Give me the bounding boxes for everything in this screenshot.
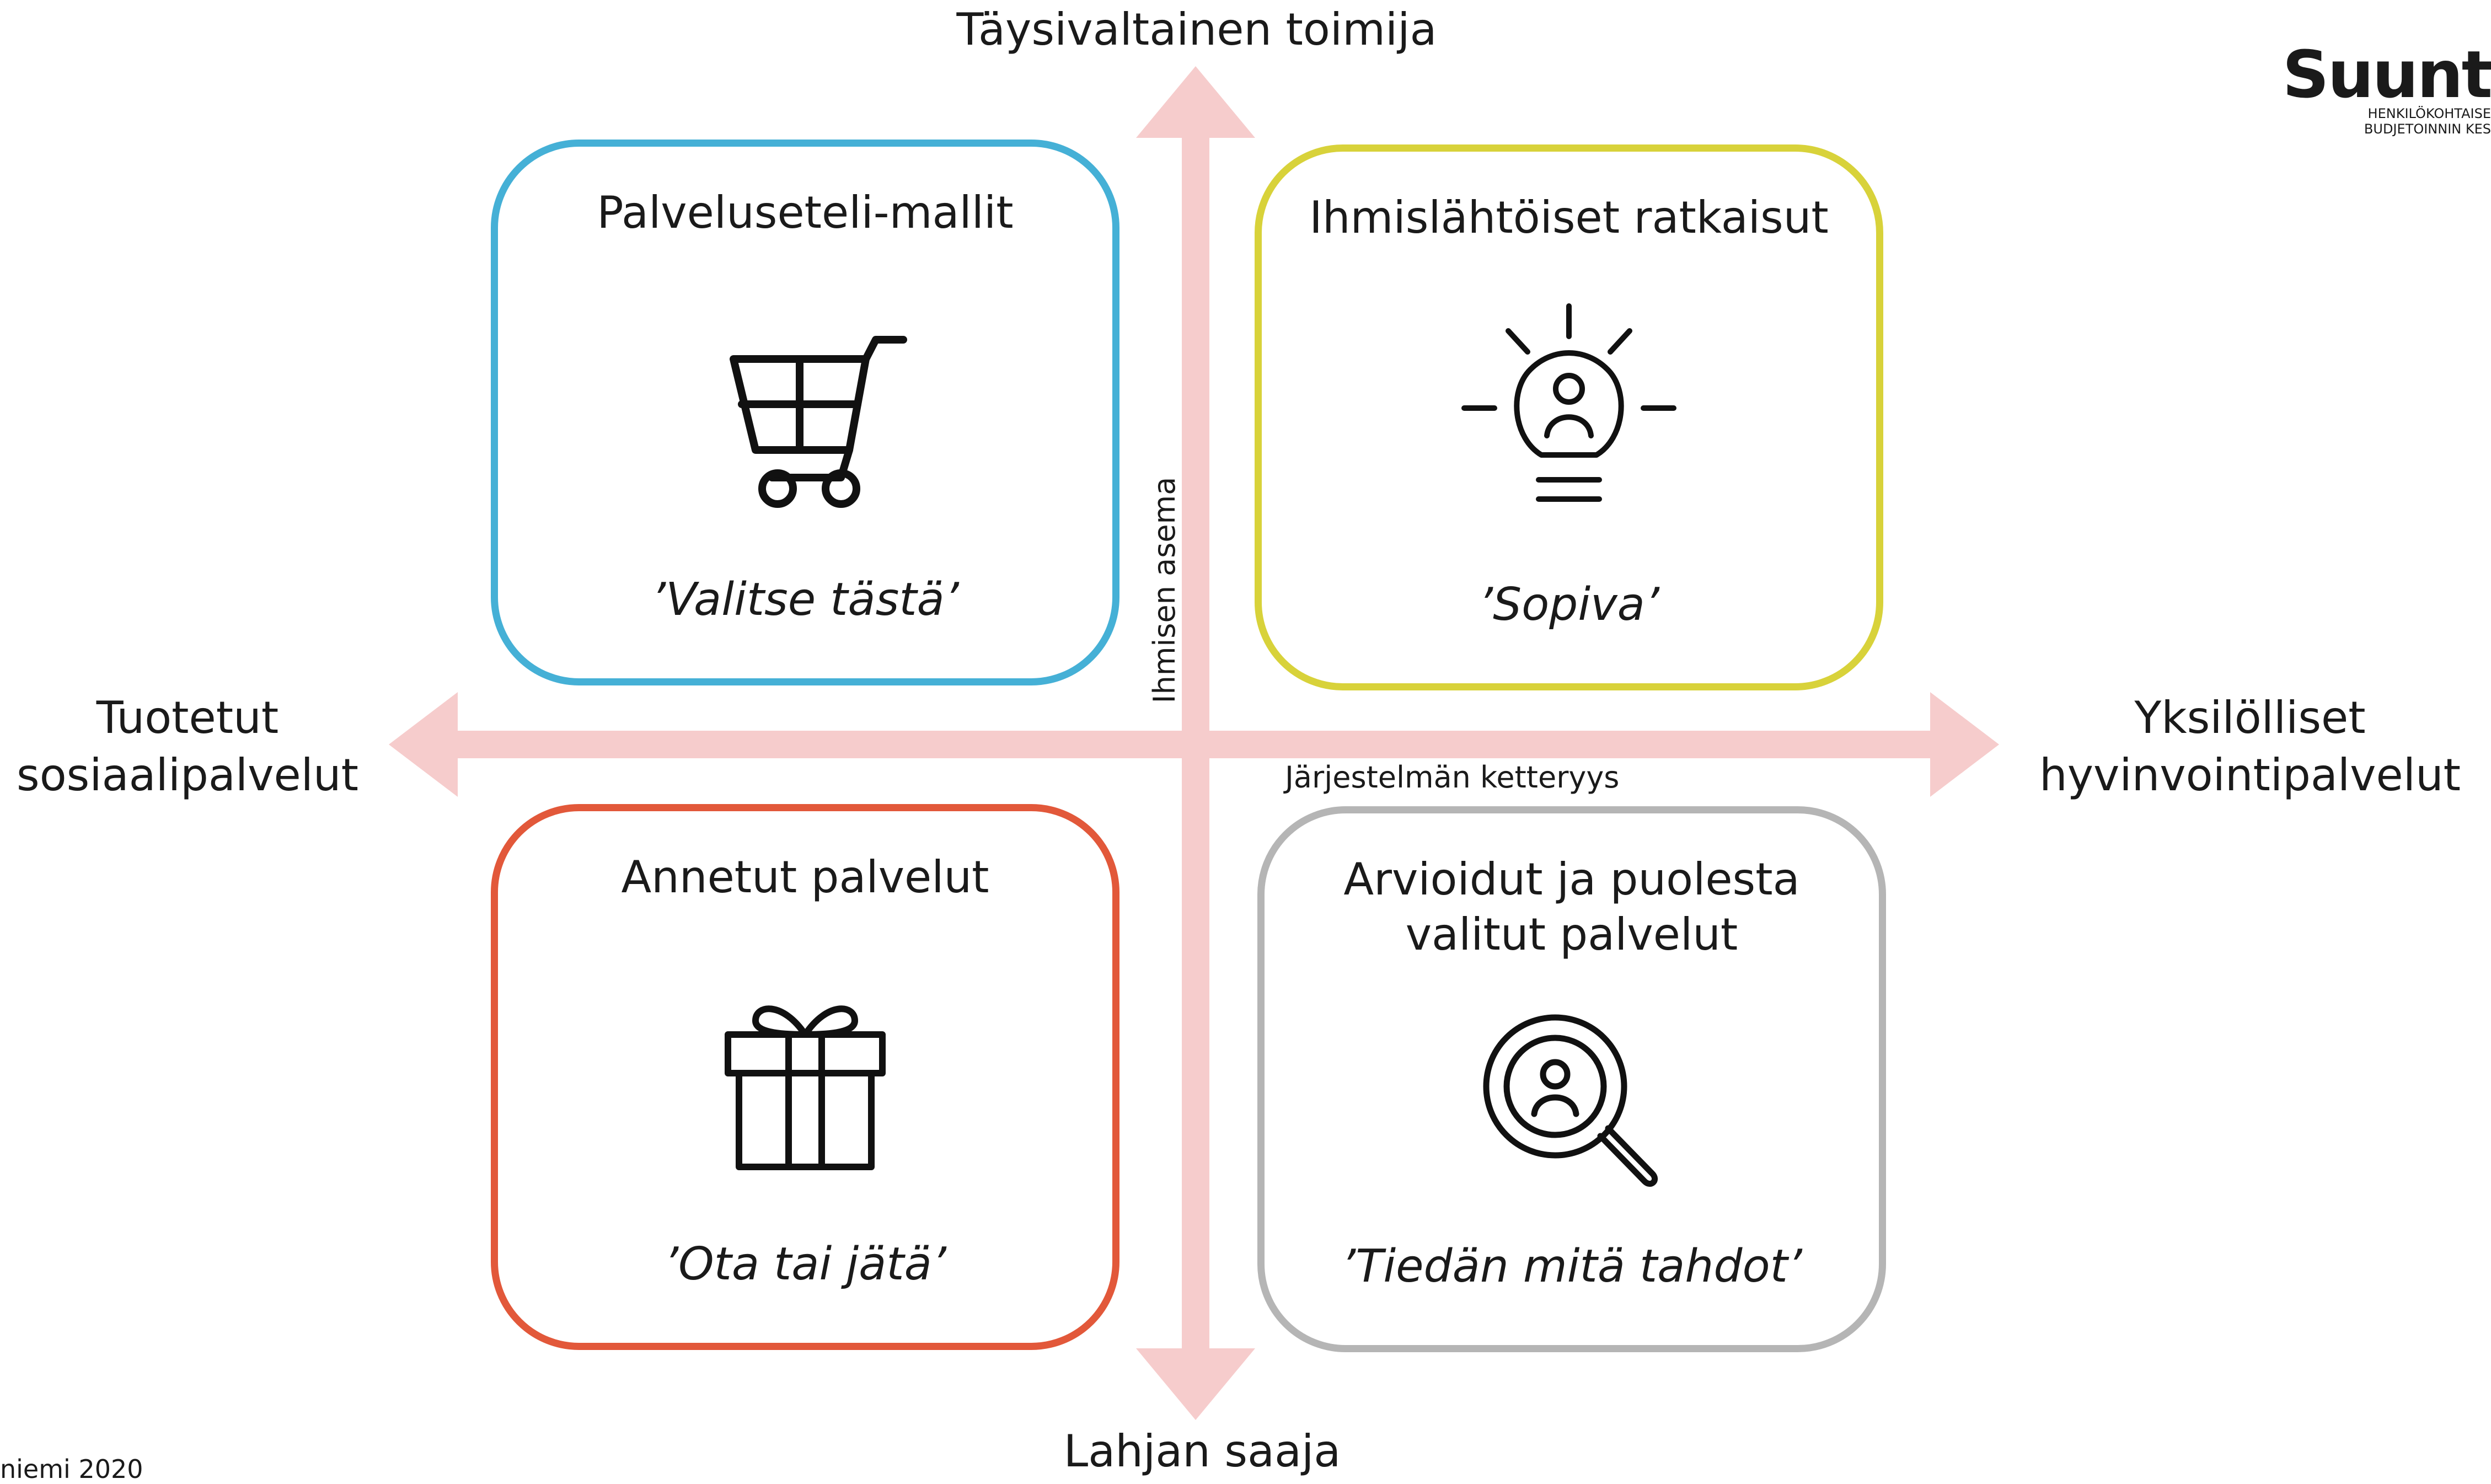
quadrant-quote: ’Ota tai jätä’	[664, 1238, 946, 1290]
axis-right-line1: Yksilölliset	[2134, 692, 2366, 743]
quadrant-title: Palveluseteli-mallit	[597, 187, 1014, 238]
quadrant-title: Annetut palvelut	[621, 851, 989, 903]
quadrant-title: Ihmislähtöiset ratkaisut	[1309, 192, 1829, 243]
logo-wordmark: Suunt	[2282, 36, 2491, 112]
quadrant-top-left: Palveluseteli-mallit ’Valitse tästä’	[491, 140, 1119, 685]
vertical-axis-label: Ihmisen asema	[1147, 476, 1182, 704]
quadrant-bottom-left: Annetut palvelut ’Ota tai jätä’	[491, 804, 1119, 1350]
axis-top-label: Täysivaltainen toimija	[956, 4, 1437, 55]
horizontal-axis-shaft	[447, 731, 1947, 758]
vertical-axis-arrowhead-down	[1136, 1348, 1255, 1420]
quadrant-quote: ’Sopiva’	[1478, 578, 1659, 631]
horizontal-axis-arrowhead-right	[1930, 692, 1999, 797]
axis-right-line2: hyvinvointipalvelut	[2039, 749, 2461, 801]
credit-text: niemi 2020	[0, 1454, 143, 1484]
quadrant-quote: ’Valitse tästä’	[651, 574, 959, 626]
logo-subtitle-line2: BUDJETOINNIN KES	[2364, 121, 2491, 137]
horizontal-axis-label: Järjestelmän ketteryys	[1285, 760, 1620, 795]
quadrant-bottom-right: Arvioidut ja puolesta valitut palvelut ’…	[1257, 806, 1886, 1352]
quadrant-title: Arvioidut ja puolesta valitut palvelut	[1343, 854, 1800, 960]
magnifier-person-icon	[1483, 1014, 1658, 1187]
vertical-axis-arrowhead-up	[1136, 66, 1255, 138]
quadrant-quote: ’Tiedän mitä tahdot’	[1341, 1240, 1802, 1293]
logo-subtitle-line1: HENKILÖKOHTAISE	[2367, 106, 2491, 121]
lightbulb-person-icon	[1461, 303, 1676, 502]
axis-left-label: Tuotetut sosiaalipalvelut	[0, 689, 375, 804]
horizontal-axis-arrowhead-left	[389, 692, 458, 797]
gift-icon	[725, 1005, 886, 1170]
shopping-cart-icon	[730, 336, 907, 508]
axis-left-line1: Tuotetut	[96, 692, 279, 743]
axis-arrow-group	[389, 66, 1999, 1420]
axis-right-label: Yksilölliset hyvinvointipalvelut	[2029, 689, 2471, 804]
logo: Suunt HENKILÖKOHTAISE BUDJETOINNIN KES	[2283, 0, 2491, 143]
axis-left-line2: sosiaalipalvelut	[17, 749, 358, 801]
quadrant-top-right: Ihmislähtöiset ratkaisut ’Sopiva’	[1255, 144, 1883, 690]
axis-bottom-label: Lahjan saaja	[1063, 1426, 1341, 1477]
